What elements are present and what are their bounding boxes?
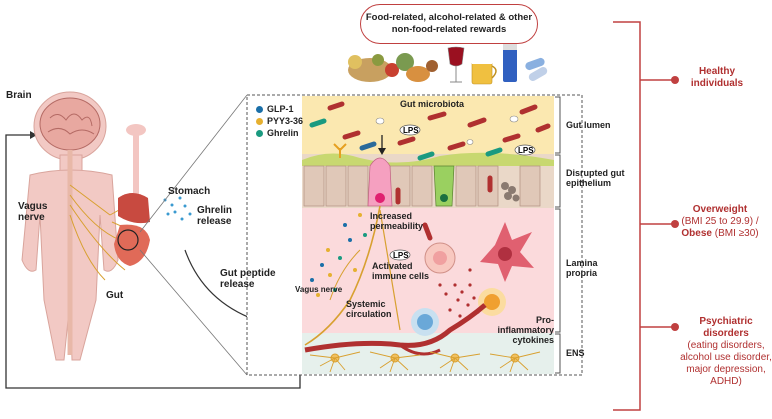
condition-healthy-text: Healthy individuals (690, 66, 744, 89)
legend-dot-ghrelin (256, 129, 263, 137)
gut-microbiota-label: Gut microbiota (400, 99, 465, 109)
vagus-nerve-inset-label: Vagus nerve (295, 285, 343, 294)
legend-dot-glp1 (256, 105, 263, 113)
legend-glp1: GLP-1 (256, 104, 294, 114)
condition-healthy: Healthy individuals (672, 66, 762, 90)
condition-obese-text: Obese (681, 228, 712, 239)
brain-icon (39, 97, 101, 151)
condition-psychiatric-detail: (eating disorders, alcohol use disorder,… (680, 340, 772, 387)
brain-label: Brain (6, 90, 32, 101)
layer-label-epithelium: Disrupted gut epithelium (566, 168, 625, 188)
activated-immune-label: Activated immune cells (372, 261, 430, 281)
gut-label: Gut (106, 290, 124, 301)
layer-label-lumen: Gut lumen (566, 120, 611, 130)
condition-overweight-range: (BMI 25 to 29.9) / (681, 216, 759, 227)
legend-label: Ghrelin (267, 128, 299, 138)
lps-label-2: LPS (518, 146, 534, 155)
systemic-circulation-label: Systemic circulation (346, 299, 392, 319)
rewards-box: Food-related, alcohol-related & other no… (360, 4, 538, 44)
legend-ghrelin: Ghrelin (256, 128, 299, 138)
legend-dot-pyy (256, 117, 263, 125)
reward-icons (348, 44, 548, 85)
pro-inflammatory-label: Pro-inflammatory cytokines (497, 315, 554, 345)
lps-label-1: LPS (403, 126, 419, 135)
increased-permeability-label: Increased permeability (370, 211, 424, 231)
condition-psychiatric: Psychiatric disorders (eating disorders,… (680, 316, 772, 388)
legend-label: PYY3-36 (267, 116, 304, 126)
legend-pyy: PYY3-36 (256, 116, 303, 126)
condition-psychiatric-text: Psychiatric disorders (699, 316, 753, 339)
vagus-label: Vagus nerve (18, 201, 48, 223)
condition-overweight-text: Overweight (692, 204, 748, 215)
ghrelin-release-label: Ghrelin release (197, 205, 233, 227)
rewards-text: Food-related, alcohol-related & other no… (365, 12, 533, 35)
condition-overweight: Overweight (BMI 25 to 29.9) / Obese (BMI… (668, 204, 772, 240)
stomach-label: Stomach (168, 186, 211, 197)
condition-obese-range: (BMI ≥30) (714, 228, 759, 239)
gut-peptide-release-label: Gut peptide release (220, 268, 276, 290)
lps-label-3: LPS (393, 251, 409, 260)
layer-label-lamina: Lamina propria (566, 258, 598, 278)
layer-label-ens: ENS (566, 348, 585, 358)
gut-lumen-layer (302, 96, 554, 154)
legend-label: GLP-1 (267, 104, 294, 114)
